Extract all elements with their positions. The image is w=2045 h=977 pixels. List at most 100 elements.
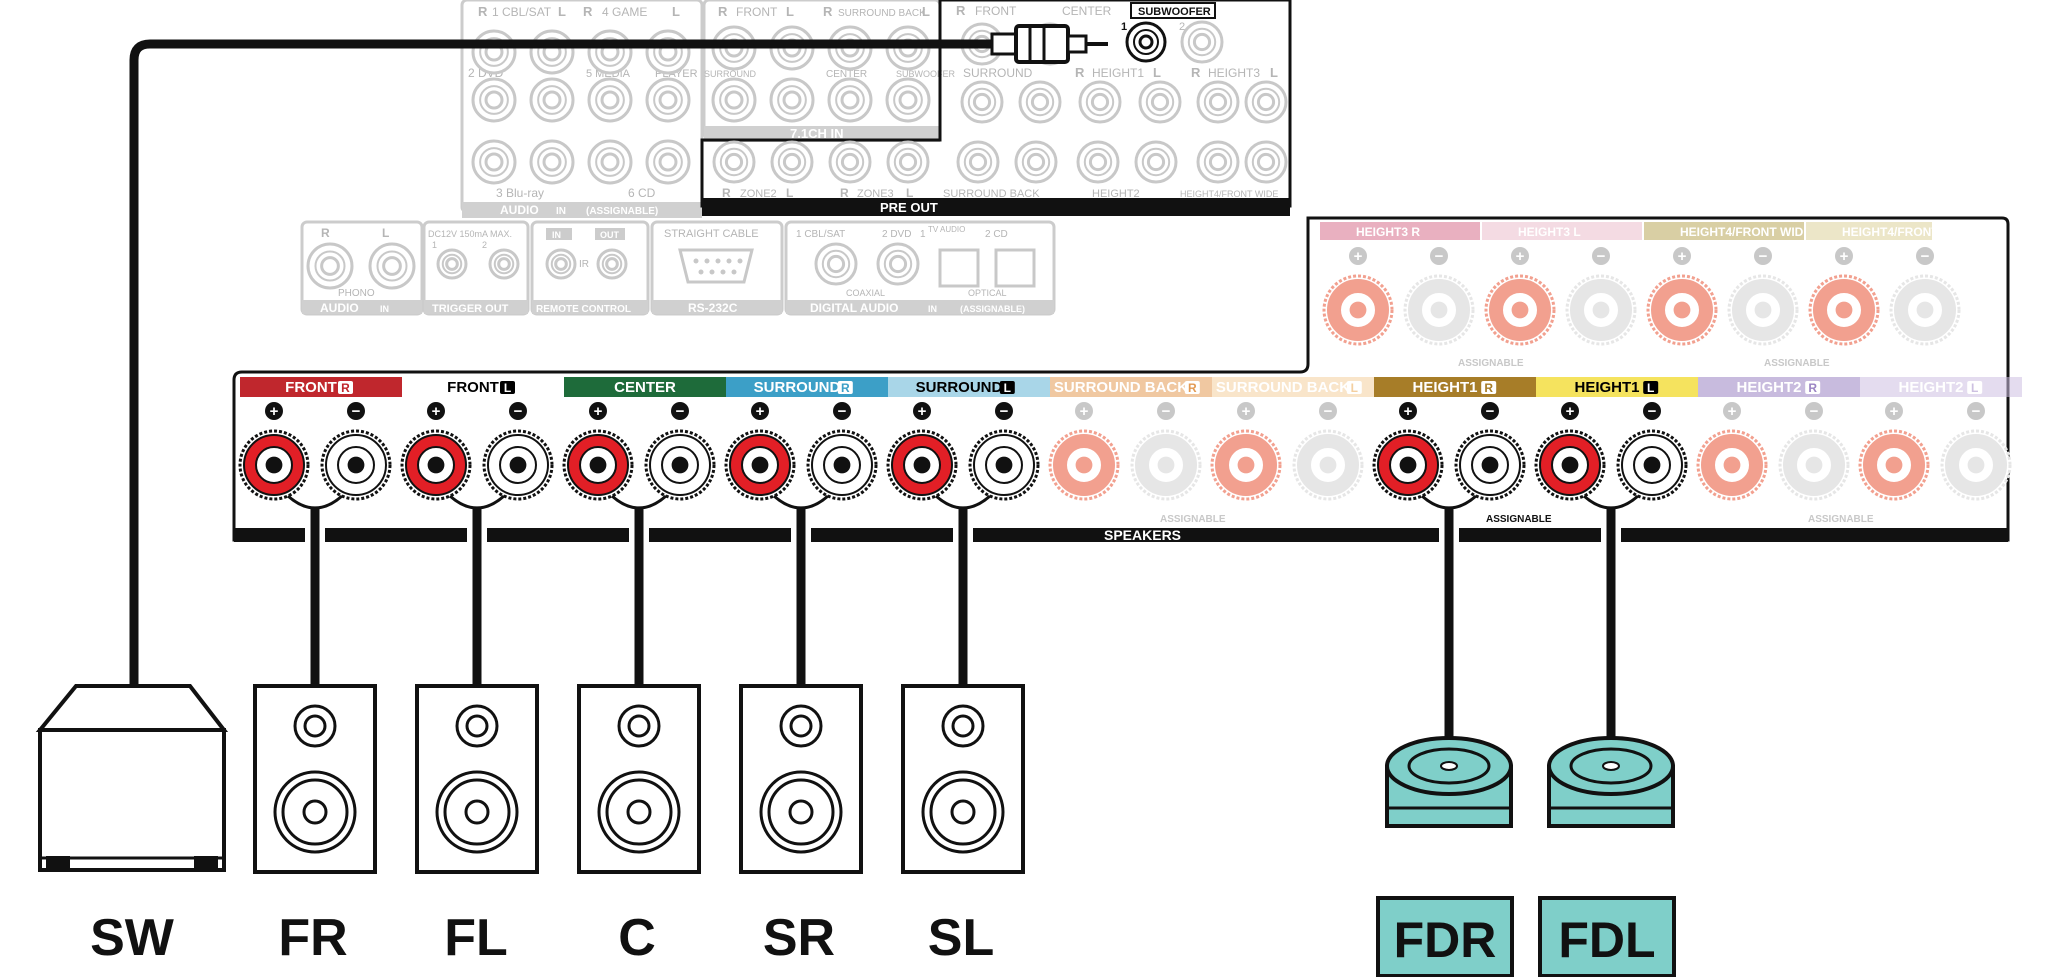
- audio-in-l1: L: [558, 4, 566, 19]
- ch71-r-front: R: [718, 4, 728, 19]
- svg-text:+: +: [1242, 403, 1251, 420]
- audio-in-jack: [529, 77, 575, 123]
- ch71-subwoofer: SUBWOOFER: [896, 69, 956, 79]
- audio-in-jack: [471, 77, 517, 123]
- height-label-bg: [1320, 222, 1480, 240]
- preout-r-z2: R: [722, 186, 731, 200]
- minus-terminal: [968, 429, 1040, 501]
- audio-in-jack: [471, 139, 517, 185]
- minus-terminal: [1292, 429, 1364, 501]
- height-terminal: [1889, 274, 1961, 346]
- plus-icon: +: [1723, 402, 1741, 420]
- audio-in-game: 4 GAME: [602, 5, 647, 19]
- minus-terminal: [1454, 429, 1526, 501]
- minus-icon: −: [1967, 402, 1985, 420]
- phono-l: L: [382, 226, 389, 240]
- pre-out-jack: [1196, 140, 1240, 184]
- channel-label-bg: [564, 377, 726, 397]
- audio-in-in-badge: IN: [556, 206, 566, 217]
- channel-side: R: [841, 381, 850, 395]
- minus-terminal: [482, 429, 554, 501]
- channel-side-badge: [1967, 381, 1983, 394]
- channel-label: HEIGHT2: [1898, 379, 1963, 396]
- trigger-2: 2: [482, 240, 487, 250]
- plus-terminal: [1210, 429, 1282, 501]
- minus-icon: −: [1157, 402, 1175, 420]
- pre-out-jack: [960, 80, 1004, 124]
- audio-in-cd: 6 CD: [628, 186, 656, 200]
- plus-terminal: [1696, 429, 1768, 501]
- plus-terminal: [1534, 429, 1606, 501]
- ch71-surround-back: SURROUND BACK: [838, 8, 926, 19]
- svg-text:+: +: [1404, 403, 1413, 420]
- svg-text:−: −: [1648, 403, 1657, 420]
- plus-terminal: [562, 429, 634, 501]
- label-sr: SR: [763, 909, 835, 967]
- minus-terminal: [320, 429, 392, 501]
- assignable-mid: ASSIGNABLE: [1486, 514, 1552, 525]
- preout-height4-fw: HEIGHT4/FRONT WIDE: [1180, 189, 1278, 199]
- plus-icon: +: [1835, 247, 1853, 265]
- dolby-speaker-icon: [1547, 736, 1675, 828]
- height-label-bg: [1482, 222, 1642, 240]
- height-label: HEIGHT4/FRONT WIDE R: [1680, 225, 1824, 239]
- mini-jack: [545, 248, 577, 280]
- speakers-row: [35, 684, 1675, 874]
- minus-terminal: [1616, 429, 1688, 501]
- minus-terminal: [1940, 429, 2012, 501]
- height-terminal: [1727, 274, 1799, 346]
- preout-r-front: R: [956, 3, 966, 18]
- preout-height1: HEIGHT1: [1092, 66, 1144, 80]
- audio-in-jack: [645, 139, 691, 185]
- svg-text:−: −: [1810, 403, 1819, 420]
- channel-side: L: [1004, 381, 1011, 395]
- pre-out-jack: [770, 140, 814, 184]
- trigger-1: 1: [432, 240, 437, 250]
- channel-side-badge: [1481, 381, 1497, 394]
- preout-r-h3: R: [1191, 65, 1201, 80]
- opt-tv-audio: TV AUDIO: [928, 225, 965, 234]
- channel-side: R: [1484, 381, 1493, 395]
- coax-1: 1 CBL/SAT: [796, 229, 845, 240]
- plus-terminal: [886, 429, 958, 501]
- minus-icon: −: [1319, 402, 1337, 420]
- optical-label: OPTICAL: [968, 288, 1007, 298]
- svg-text:−: −: [1000, 403, 1009, 420]
- audio-in-r1: R: [478, 4, 488, 19]
- channel-label: SURROUND: [754, 379, 841, 396]
- minus-icon: −: [1754, 247, 1772, 265]
- label-sl: SL: [928, 909, 994, 967]
- plus-icon: +: [1561, 402, 1579, 420]
- svg-text:+: +: [1840, 248, 1849, 265]
- bookshelf-speaker-icon: [253, 684, 377, 874]
- subwoofer-cable: [129, 39, 1000, 691]
- channel-label: SURROUND: [916, 379, 1003, 396]
- ch71-jack: [711, 77, 757, 123]
- plus-terminal: [724, 429, 796, 501]
- phono-jack: [368, 242, 416, 290]
- minus-icon: −: [995, 402, 1013, 420]
- channel-label-bg: [402, 377, 564, 397]
- bookshelf-speaker-icon: [415, 684, 539, 874]
- channel-side-badge: [500, 381, 515, 394]
- ch71-front: FRONT: [736, 5, 778, 19]
- speaker-names: SW FR FL C SR SL FDR FDL: [90, 896, 1676, 977]
- svg-text:+: +: [1080, 403, 1089, 420]
- minus-icon: −: [1592, 247, 1610, 265]
- pre-out-jack: [1134, 140, 1178, 184]
- opt-2: 2 CD: [985, 229, 1008, 240]
- label-fdr-box: [1376, 896, 1514, 977]
- minus-icon: −: [671, 402, 689, 420]
- audio-in-jack: [587, 139, 633, 185]
- rc-ir: IR: [579, 259, 589, 270]
- svg-text:+: +: [1516, 248, 1525, 265]
- preout-r-z3: R: [840, 186, 849, 200]
- pre-out-jack: [1076, 140, 1120, 184]
- channel-side-badge: [1346, 381, 1362, 394]
- minus-icon: −: [1805, 402, 1823, 420]
- assignable-right: ASSIGNABLE: [1808, 514, 1874, 525]
- minus-icon: −: [1481, 402, 1499, 420]
- rca-plug: [990, 24, 1108, 64]
- plus-icon: +: [1349, 247, 1367, 265]
